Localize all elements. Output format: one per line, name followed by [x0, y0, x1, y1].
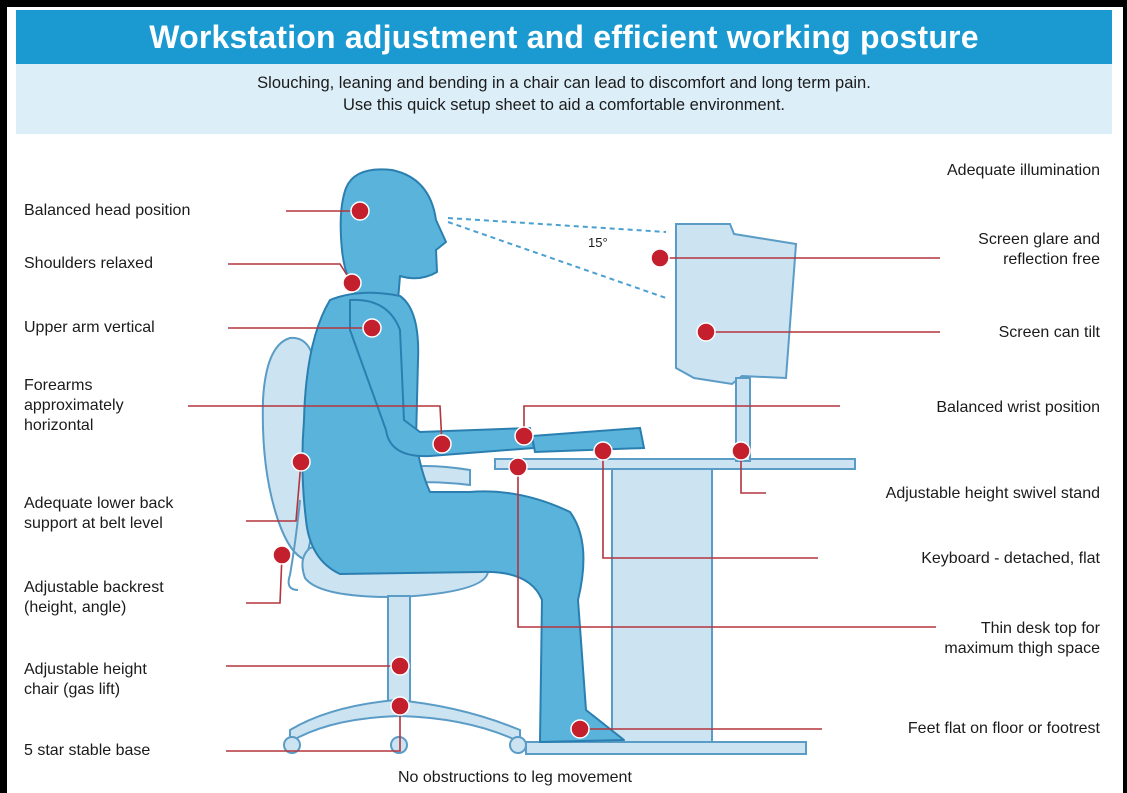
marker-dot-icon [390, 656, 410, 676]
label-forearms: Forearms approximately horizontal [24, 376, 124, 436]
label-glare-line-2: reflection free [1003, 251, 1100, 268]
chair-back-arm [287, 499, 301, 591]
label-desk-line-1: Thin desk top for [980, 620, 1100, 637]
label-glare: Screen glare and reflection free [978, 230, 1100, 270]
marker-dot-icon [432, 434, 452, 454]
label-head: Balanced head position [24, 202, 191, 219]
marker-dot-icon [514, 426, 534, 446]
desk [494, 458, 856, 755]
subtitle-line-1: Slouching, leaning and bending in a chai… [257, 74, 871, 92]
subtitle-line-2: Use this quick setup sheet to aid a comf… [342, 96, 786, 114]
footer-note: No obstructions to leg movement [398, 769, 632, 786]
marker-dot-icon [390, 696, 410, 716]
marker-dot-icon [291, 452, 311, 472]
label-keyboard: Keyboard - detached, flat [921, 550, 1100, 567]
label-forearms-line-2: approximately [24, 397, 124, 414]
title-banner: Workstation adjustment and efficient wor… [16, 10, 1112, 64]
label-chair-height-line-1: Adjustable height [24, 661, 147, 678]
monitor-stand [735, 377, 751, 462]
line-of-sight [447, 217, 667, 299]
keyboard [530, 426, 646, 454]
figure-body [301, 291, 625, 743]
label-swivel: Adjustable height swivel stand [885, 485, 1100, 502]
marker-dot-icon [650, 248, 670, 268]
label-base: 5 star stable base [24, 742, 151, 759]
label-forearms-line-1: Forearms [24, 377, 93, 394]
label-shoulders: Shoulders relaxed [24, 255, 153, 272]
label-lower-back-line-2: support at belt level [24, 515, 163, 532]
marker-dot-icon [272, 545, 292, 565]
marker-dot-icon [570, 719, 590, 739]
chair-caster-center [390, 736, 408, 754]
label-backrest: Adjustable backrest (height, angle) [24, 578, 164, 618]
label-wrist: Balanced wrist position [936, 399, 1100, 416]
marker-dot-icon [350, 201, 370, 221]
label-lower-back-line-1: Adequate lower back [24, 495, 174, 512]
monitor-screen [675, 223, 798, 386]
subtitle-panel: Slouching, leaning and bending in a chai… [16, 64, 1112, 134]
label-feet: Feet flat on floor or footrest [907, 720, 1100, 737]
marker-dot-icon [362, 318, 382, 338]
leader-lines [188, 210, 940, 752]
chair-caster-left [283, 736, 301, 754]
label-chair-height: Adjustable height chair (gas lift) [24, 660, 147, 700]
label-illumination: Adequate illumination [947, 162, 1100, 179]
marker-dot-icon [731, 441, 751, 461]
chair-caster-right [509, 736, 527, 754]
sight-angle-label: 15° [588, 235, 608, 250]
marker-dot-icon [593, 441, 613, 461]
figure-head [339, 168, 447, 301]
desk-floor-bar [525, 741, 807, 755]
label-glare-line-1: Screen glare and [978, 231, 1100, 248]
marker-dot-icon [508, 457, 528, 477]
label-backrest-line-2: (height, angle) [24, 599, 127, 616]
label-upper-arm: Upper arm vertical [24, 319, 155, 336]
label-backrest-line-1: Adjustable backrest [24, 579, 164, 596]
seated-figure [301, 168, 625, 743]
label-desk-line-2: maximum thigh space [944, 640, 1100, 657]
desk-top [494, 458, 856, 470]
desk-leg [611, 468, 713, 745]
page-title: Workstation adjustment and efficient wor… [149, 19, 979, 55]
label-tilt: Screen can tilt [998, 324, 1100, 341]
figure-arm [349, 298, 535, 458]
label-desk: Thin desk top for maximum thigh space [944, 619, 1100, 659]
monitor [675, 223, 798, 462]
label-forearms-line-3: horizontal [24, 417, 94, 434]
markers [272, 201, 751, 739]
marker-dot-icon [696, 322, 716, 342]
chair-gas-lift [387, 595, 411, 707]
marker-dot-icon [342, 273, 362, 293]
label-lower-back: Adequate lower back support at belt leve… [24, 494, 173, 534]
label-chair-height-line-2: chair (gas lift) [24, 681, 121, 698]
